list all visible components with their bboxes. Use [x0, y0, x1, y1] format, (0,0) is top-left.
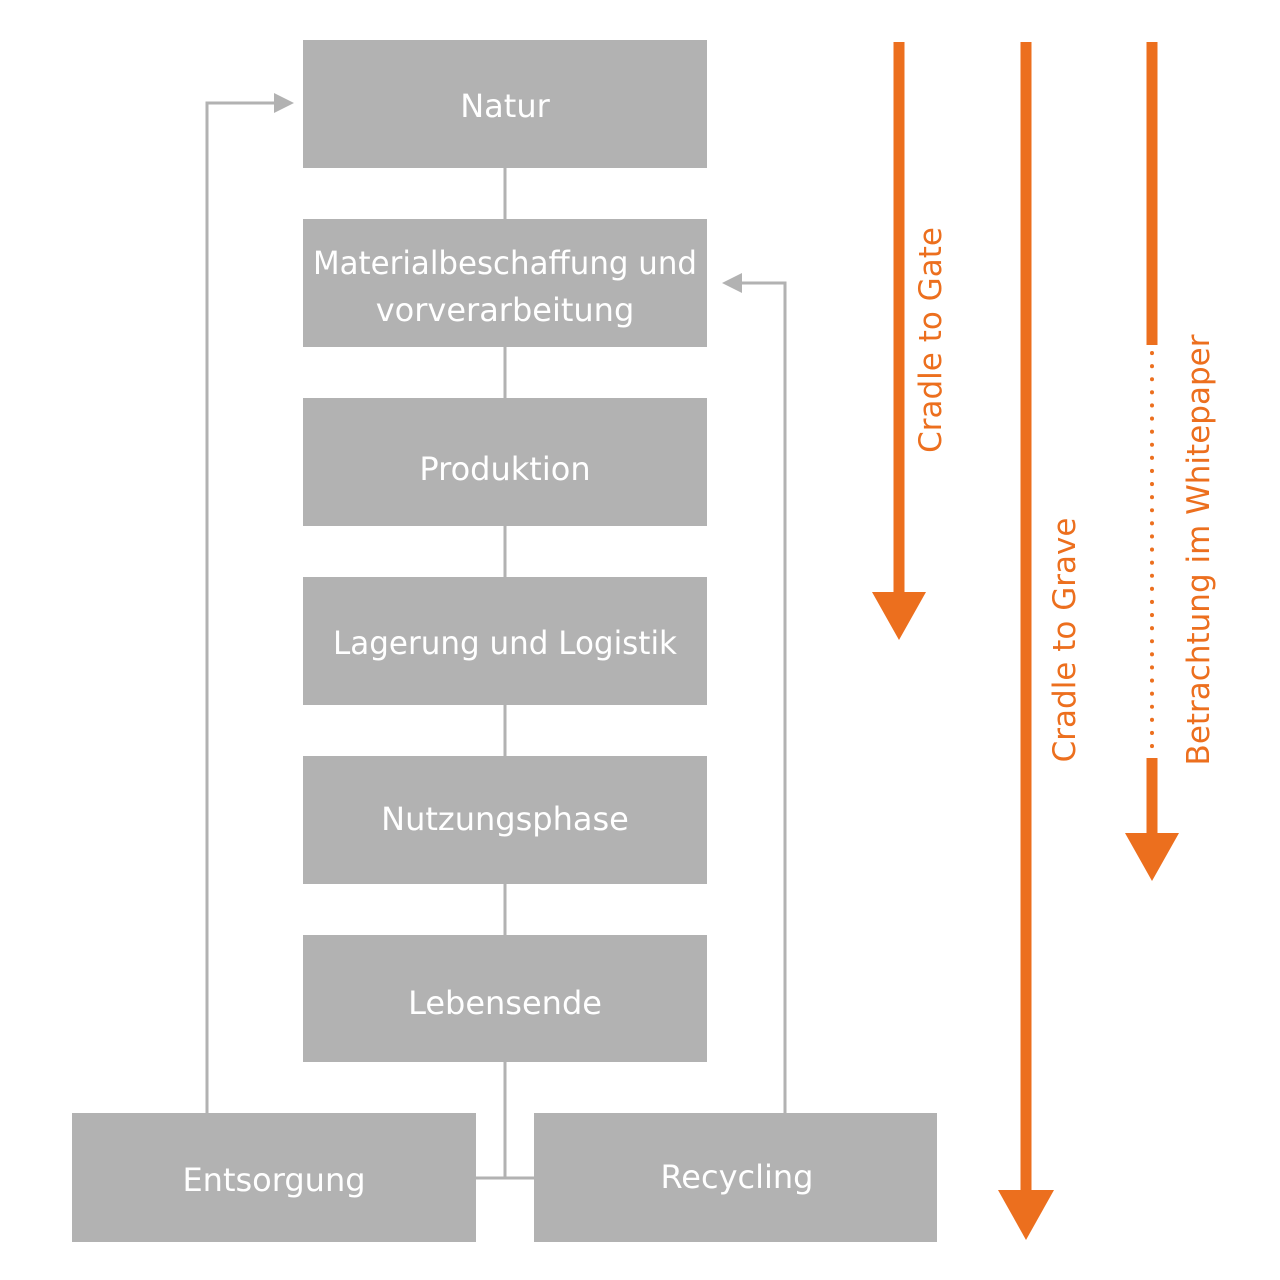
box-lagerung: Lagerung und Logistik	[303, 577, 707, 705]
box-lebensende-label: Lebensende	[408, 984, 602, 1022]
arrowhead-natur	[274, 93, 294, 113]
box-natur: Natur	[303, 40, 707, 168]
scope-gate-label: Cradle to Gate	[913, 227, 949, 453]
box-lebensende: Lebensende	[303, 935, 707, 1062]
return-arrow-recycling-material	[736, 281, 787, 1113]
box-entsorgung-label: Entsorgung	[182, 1161, 365, 1199]
scope-cradle-to-gate: Cradle to Gate	[872, 42, 949, 640]
scope-cradle-to-grave: Cradle to Grave	[998, 42, 1083, 1240]
box-produktion: Produktion	[303, 398, 707, 526]
scope-grave-label: Cradle to Grave	[1047, 518, 1083, 763]
return-arrow-entsorgung-natur	[205, 101, 280, 1113]
box-material-label-line1: Materialbeschaffung und	[313, 244, 697, 282]
scope-whitepaper: Betrachtung im Whitepaper	[1125, 42, 1217, 881]
scope-whitepaper-label: Betrachtung im Whitepaper	[1181, 334, 1217, 765]
box-nutzungsphase-label: Nutzungsphase	[381, 800, 629, 838]
scope-grave-arrowhead	[998, 1190, 1054, 1240]
box-entsorgung: Entsorgung	[72, 1113, 476, 1242]
scope-whitepaper-arrowhead	[1125, 833, 1179, 881]
scope-gate-arrowhead	[872, 592, 926, 640]
arrowhead-material	[722, 273, 742, 293]
box-material-label-line2: vorverarbeitung	[376, 291, 635, 329]
box-recycling: Recycling	[534, 1113, 937, 1242]
box-produktion-label: Produktion	[419, 450, 590, 488]
box-nutzungsphase: Nutzungsphase	[303, 756, 707, 884]
box-lagerung-label: Lagerung und Logistik	[333, 624, 677, 662]
box-recycling-label: Recycling	[661, 1158, 814, 1196]
box-materialbeschaffung: Materialbeschaffung und vorverarbeitung	[303, 219, 707, 347]
box-natur-label: Natur	[460, 87, 550, 125]
